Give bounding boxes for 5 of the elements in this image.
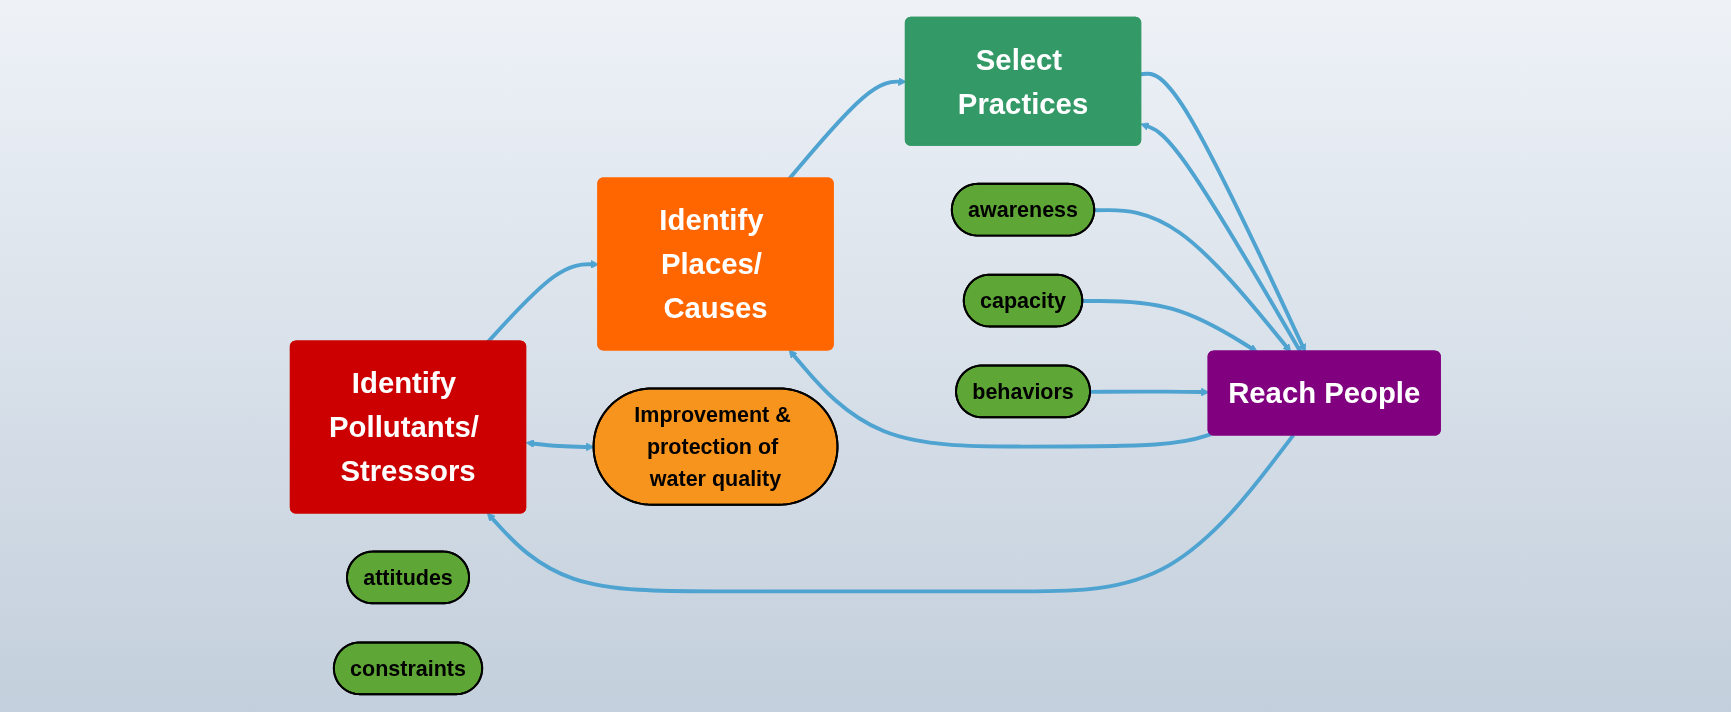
arrow [1094,208,1292,353]
arrow [788,349,1212,449]
arrow [1140,71,1307,353]
arrow [1082,299,1259,353]
arrow [487,433,1296,594]
